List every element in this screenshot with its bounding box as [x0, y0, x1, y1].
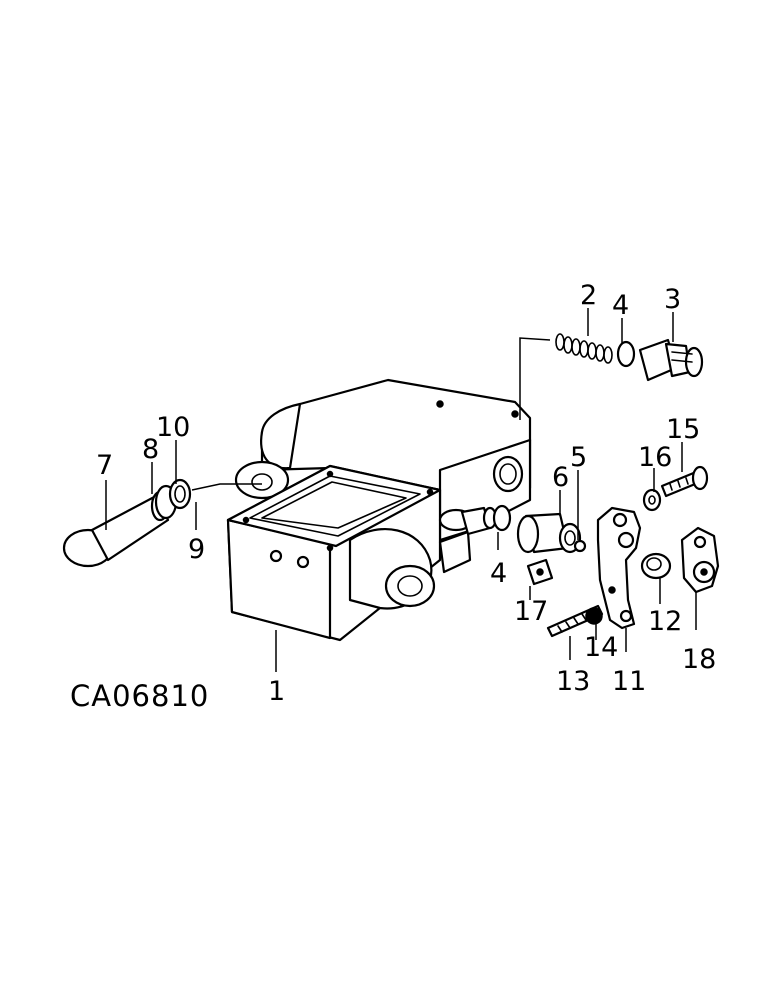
drawing-code: CA06810 — [70, 679, 209, 713]
ring-part-10 — [168, 478, 192, 510]
callout-3: 3 — [664, 284, 681, 315]
plug-part-3 — [638, 338, 704, 382]
lever-part-11 — [596, 506, 642, 630]
callout-11: 11 — [612, 666, 646, 697]
spring-part-2 — [555, 333, 613, 364]
callout-14: 14 — [584, 632, 618, 663]
housing-part-1 — [226, 378, 532, 642]
plug-part-7 — [62, 490, 170, 568]
callout-7: 7 — [96, 450, 113, 481]
valve-part-6 — [516, 512, 582, 554]
callout-16: 16 — [638, 442, 672, 473]
callout-2: 2 — [580, 280, 597, 311]
leader-9 — [191, 483, 262, 491]
callout-10: 10 — [156, 412, 190, 443]
callout-18: 18 — [682, 644, 716, 675]
o-ring-part-4-mid — [492, 504, 512, 532]
bushing-part-12 — [640, 552, 672, 580]
callout-12: 12 — [648, 606, 682, 637]
callout-labels: 1 2 3 4 4 5 6 7 8 9 10 11 12 13 14 15 16… — [96, 280, 716, 707]
screw-part-15 — [660, 465, 709, 498]
callout-1: 1 — [268, 676, 285, 707]
callout-4-top: 4 — [612, 290, 629, 321]
callout-17: 17 — [514, 596, 548, 627]
callout-4-mid: 4 — [490, 558, 507, 589]
callout-15: 15 — [666, 414, 700, 445]
callout-6: 6 — [552, 462, 569, 493]
arm-part-18 — [680, 526, 720, 594]
callout-leaders — [105, 308, 697, 672]
leader-valve — [519, 337, 551, 420]
callout-9: 9 — [188, 534, 205, 565]
piston-stem — [460, 506, 498, 536]
block-part-17 — [526, 558, 554, 586]
callout-5: 5 — [570, 442, 587, 473]
pin-part-5 — [573, 539, 587, 553]
o-ring-part-4-top — [616, 340, 636, 368]
callout-8: 8 — [142, 434, 159, 465]
washer-part-16 — [642, 488, 662, 512]
callout-13: 13 — [556, 666, 590, 697]
nut-part-14 — [585, 607, 603, 625]
